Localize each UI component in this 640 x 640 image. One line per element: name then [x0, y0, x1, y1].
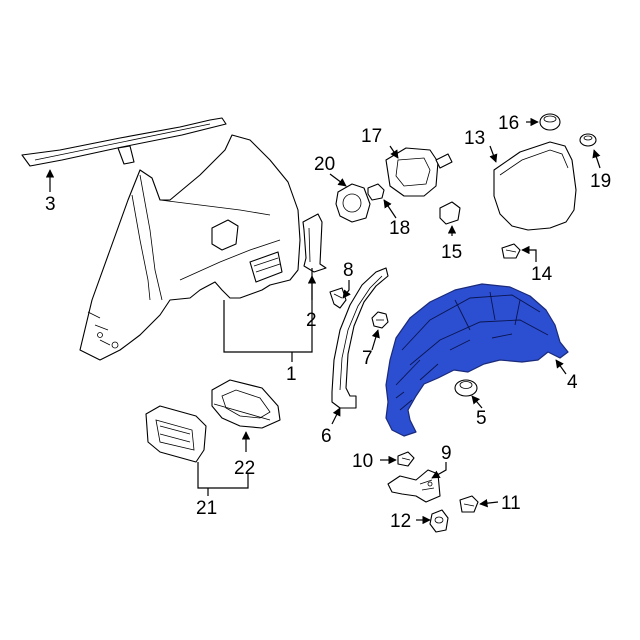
callout-10: 10 [352, 451, 373, 472]
callout-18: 18 [389, 218, 410, 239]
callout-22: 22 [234, 458, 255, 479]
part-22-fuel-housing [211, 379, 281, 429]
part-16-cap [539, 113, 561, 131]
part-19-clip-ring [579, 133, 597, 147]
callout-20: 20 [314, 154, 335, 175]
callout-13: 13 [464, 128, 485, 149]
part-11-bolt [459, 495, 479, 513]
part-1-quarter-panel [79, 134, 301, 361]
part-13-fuel-door [493, 141, 577, 231]
callout-17: 17 [361, 126, 382, 147]
part-15-clip [439, 201, 461, 225]
part-8-clip [329, 287, 347, 309]
part-9-bracket [387, 469, 441, 503]
part-12-nut [429, 509, 449, 533]
callout-2: 2 [306, 310, 317, 331]
callout-19: 19 [590, 171, 611, 192]
callout-6: 6 [321, 426, 332, 447]
callout-21: 21 [196, 498, 217, 519]
callout-5: 5 [476, 408, 487, 429]
callout-9: 9 [441, 443, 452, 464]
callout-3: 3 [45, 194, 56, 215]
part-14-bolt [501, 243, 521, 259]
part-7-screw [371, 311, 389, 329]
part-20-housing [335, 183, 371, 223]
part-10-bolt [397, 451, 415, 467]
part-21-housing-frame [145, 405, 207, 463]
part-6-wheel-arch-molding [331, 267, 389, 409]
callout-12: 12 [390, 511, 411, 532]
callout-16: 16 [498, 113, 519, 134]
callout-4: 4 [567, 372, 578, 393]
part-4-fender-liner [385, 283, 569, 437]
part-5-clip [454, 379, 478, 397]
part-3-roof-rail [21, 117, 227, 167]
callout-8: 8 [343, 260, 354, 281]
part-18-clip [367, 183, 385, 201]
callout-15: 15 [441, 242, 462, 263]
callout-14: 14 [531, 264, 553, 285]
part-2-bracket [302, 213, 327, 273]
callout-11: 11 [501, 493, 521, 514]
callout-1: 1 [286, 364, 297, 385]
callout-labels: 1 2 3 4 5 6 7 8 9 10 11 12 13 14 15 16 1… [45, 113, 611, 532]
leader-lines [45, 117, 601, 525]
callout-7: 7 [362, 348, 373, 369]
part-17-actuator [385, 147, 453, 197]
